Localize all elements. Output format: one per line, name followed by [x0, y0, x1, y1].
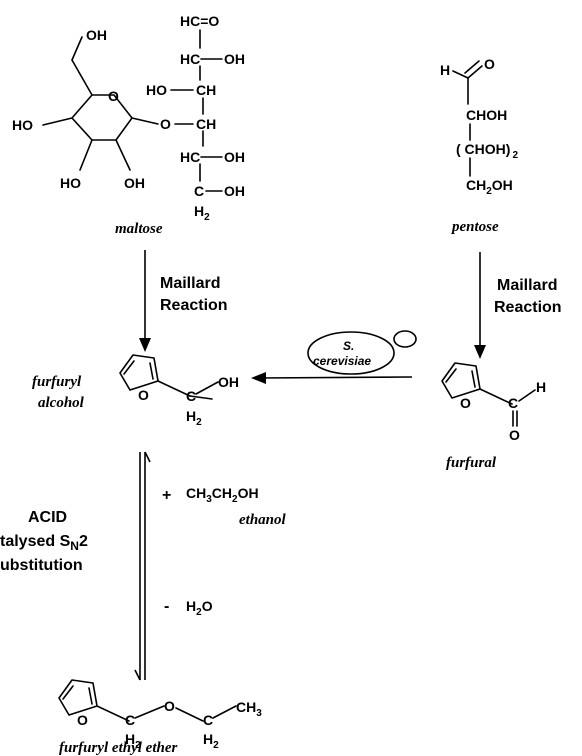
maltose-hc-2: HC	[180, 51, 200, 67]
ether-h2-2: H2	[203, 731, 219, 751]
furfural-h: H	[536, 379, 546, 395]
furfuryl-alcohol-ring-o: O	[138, 387, 149, 403]
maltose-name: maltose	[115, 221, 163, 237]
furfuryl-alcohol-name-1: furfuryl	[32, 374, 82, 390]
yeast-label-1: S.	[343, 339, 354, 353]
maillard-label-2: Reaction	[160, 297, 228, 314]
pentose-ch2oh: CH2OH	[466, 177, 513, 197]
yeast-label-2: cerevisiae	[313, 354, 371, 368]
furfural-name: furfural	[446, 455, 497, 471]
maillard-label-1: Maillard	[160, 275, 220, 292]
maltose-ring	[71, 94, 133, 141]
maltose-aldehyde: HC=O	[180, 13, 219, 29]
pentose-h: H	[440, 62, 450, 78]
maillard-label-3: Maillard	[497, 277, 557, 294]
ether-ch3: CH3	[236, 699, 262, 719]
minus-sign: -	[164, 598, 169, 615]
ether-name: furfuryl ethyl ether	[59, 740, 177, 756]
furfuryl-alcohol-oh: OH	[218, 374, 239, 390]
ether-o: O	[164, 698, 175, 714]
maltose-oh-6: OH	[224, 183, 245, 199]
ethanol-name: ethanol	[239, 512, 287, 528]
furfural-c: C	[508, 395, 518, 411]
maillard-arrow-right: Maillard Reaction	[474, 252, 562, 359]
pentose-structure: H O CHOH ( CHOH)2 CH2OH pentose	[440, 56, 518, 235]
maltose-glycosidic-o: O	[160, 116, 171, 132]
maltose-oh-2: OH	[224, 51, 245, 67]
maillard-label-4: Reaction	[494, 299, 562, 316]
furfuryl-alcohol-structure: O C H2 OH furfuryl alcohol	[32, 354, 239, 428]
pentose-choh-repeat: ( CHOH)2	[456, 141, 518, 161]
maltose-oh-5: OH	[224, 149, 245, 165]
maltose-oh-bottom: OH	[124, 175, 145, 191]
maltose-ho-left: HO	[12, 117, 33, 133]
furfuryl-alcohol-h2: H2	[186, 408, 202, 428]
yeast-reduction-arrow: S. cerevisiae	[251, 330, 417, 384]
acid-label-3: ubstitution	[0, 557, 83, 574]
acid-catalysis-label: ACID talysed SN2 ubstitution	[0, 509, 88, 574]
yeast-cell	[307, 331, 395, 375]
maltose-ho-bottom: HO	[60, 175, 81, 191]
water-formula: H2O	[186, 598, 213, 618]
furfural-structure: O C H O furfural	[441, 362, 546, 471]
pentose-choh: CHOH	[466, 107, 507, 123]
maltose-h2: H2	[194, 203, 210, 223]
maltose-ch-3: CH	[196, 82, 216, 98]
furfuryl-alcohol-name-2: alcohol	[38, 395, 85, 411]
ether-h2-1: H2	[125, 731, 141, 751]
furfuryl-alcohol-c: C	[186, 388, 196, 404]
maltose-oh-top: OH	[86, 27, 107, 43]
acid-label-2: talysed SN2	[0, 533, 88, 553]
maltose-ring-o: O	[108, 88, 119, 104]
furfural-ring-o: O	[460, 395, 471, 411]
pentose-name: pentose	[450, 219, 499, 235]
maltose-structure: OH O HO HO OH O HC=O HC OH HO CH CH HC O…	[12, 13, 245, 237]
maltose-c-6: C	[194, 183, 204, 199]
maltose-ch-4: CH	[196, 116, 216, 132]
furfuryl-ethyl-ether-structure: O C H2 O C H2 CH3 furfuryl ethyl ether	[58, 679, 262, 756]
maltose-hc-5: HC	[180, 149, 200, 165]
furfural-o: O	[509, 427, 520, 443]
plus-sign: +	[162, 487, 171, 504]
ethanol-formula: CH3CH2OH	[186, 485, 259, 505]
ether-c-2: C	[203, 712, 213, 728]
maillard-arrow-left: Maillard Reaction	[139, 250, 228, 352]
ether-c-1: C	[125, 712, 135, 728]
pentose-carbonyl-o: O	[484, 56, 495, 72]
equilibrium-arrows: + CH3CH2OH ethanol - H2O	[134, 451, 287, 681]
maltose-ho-3: HO	[146, 82, 167, 98]
yeast-bud	[393, 330, 417, 348]
ether-ring-o: O	[77, 712, 88, 728]
acid-label-1: ACID	[28, 509, 67, 526]
